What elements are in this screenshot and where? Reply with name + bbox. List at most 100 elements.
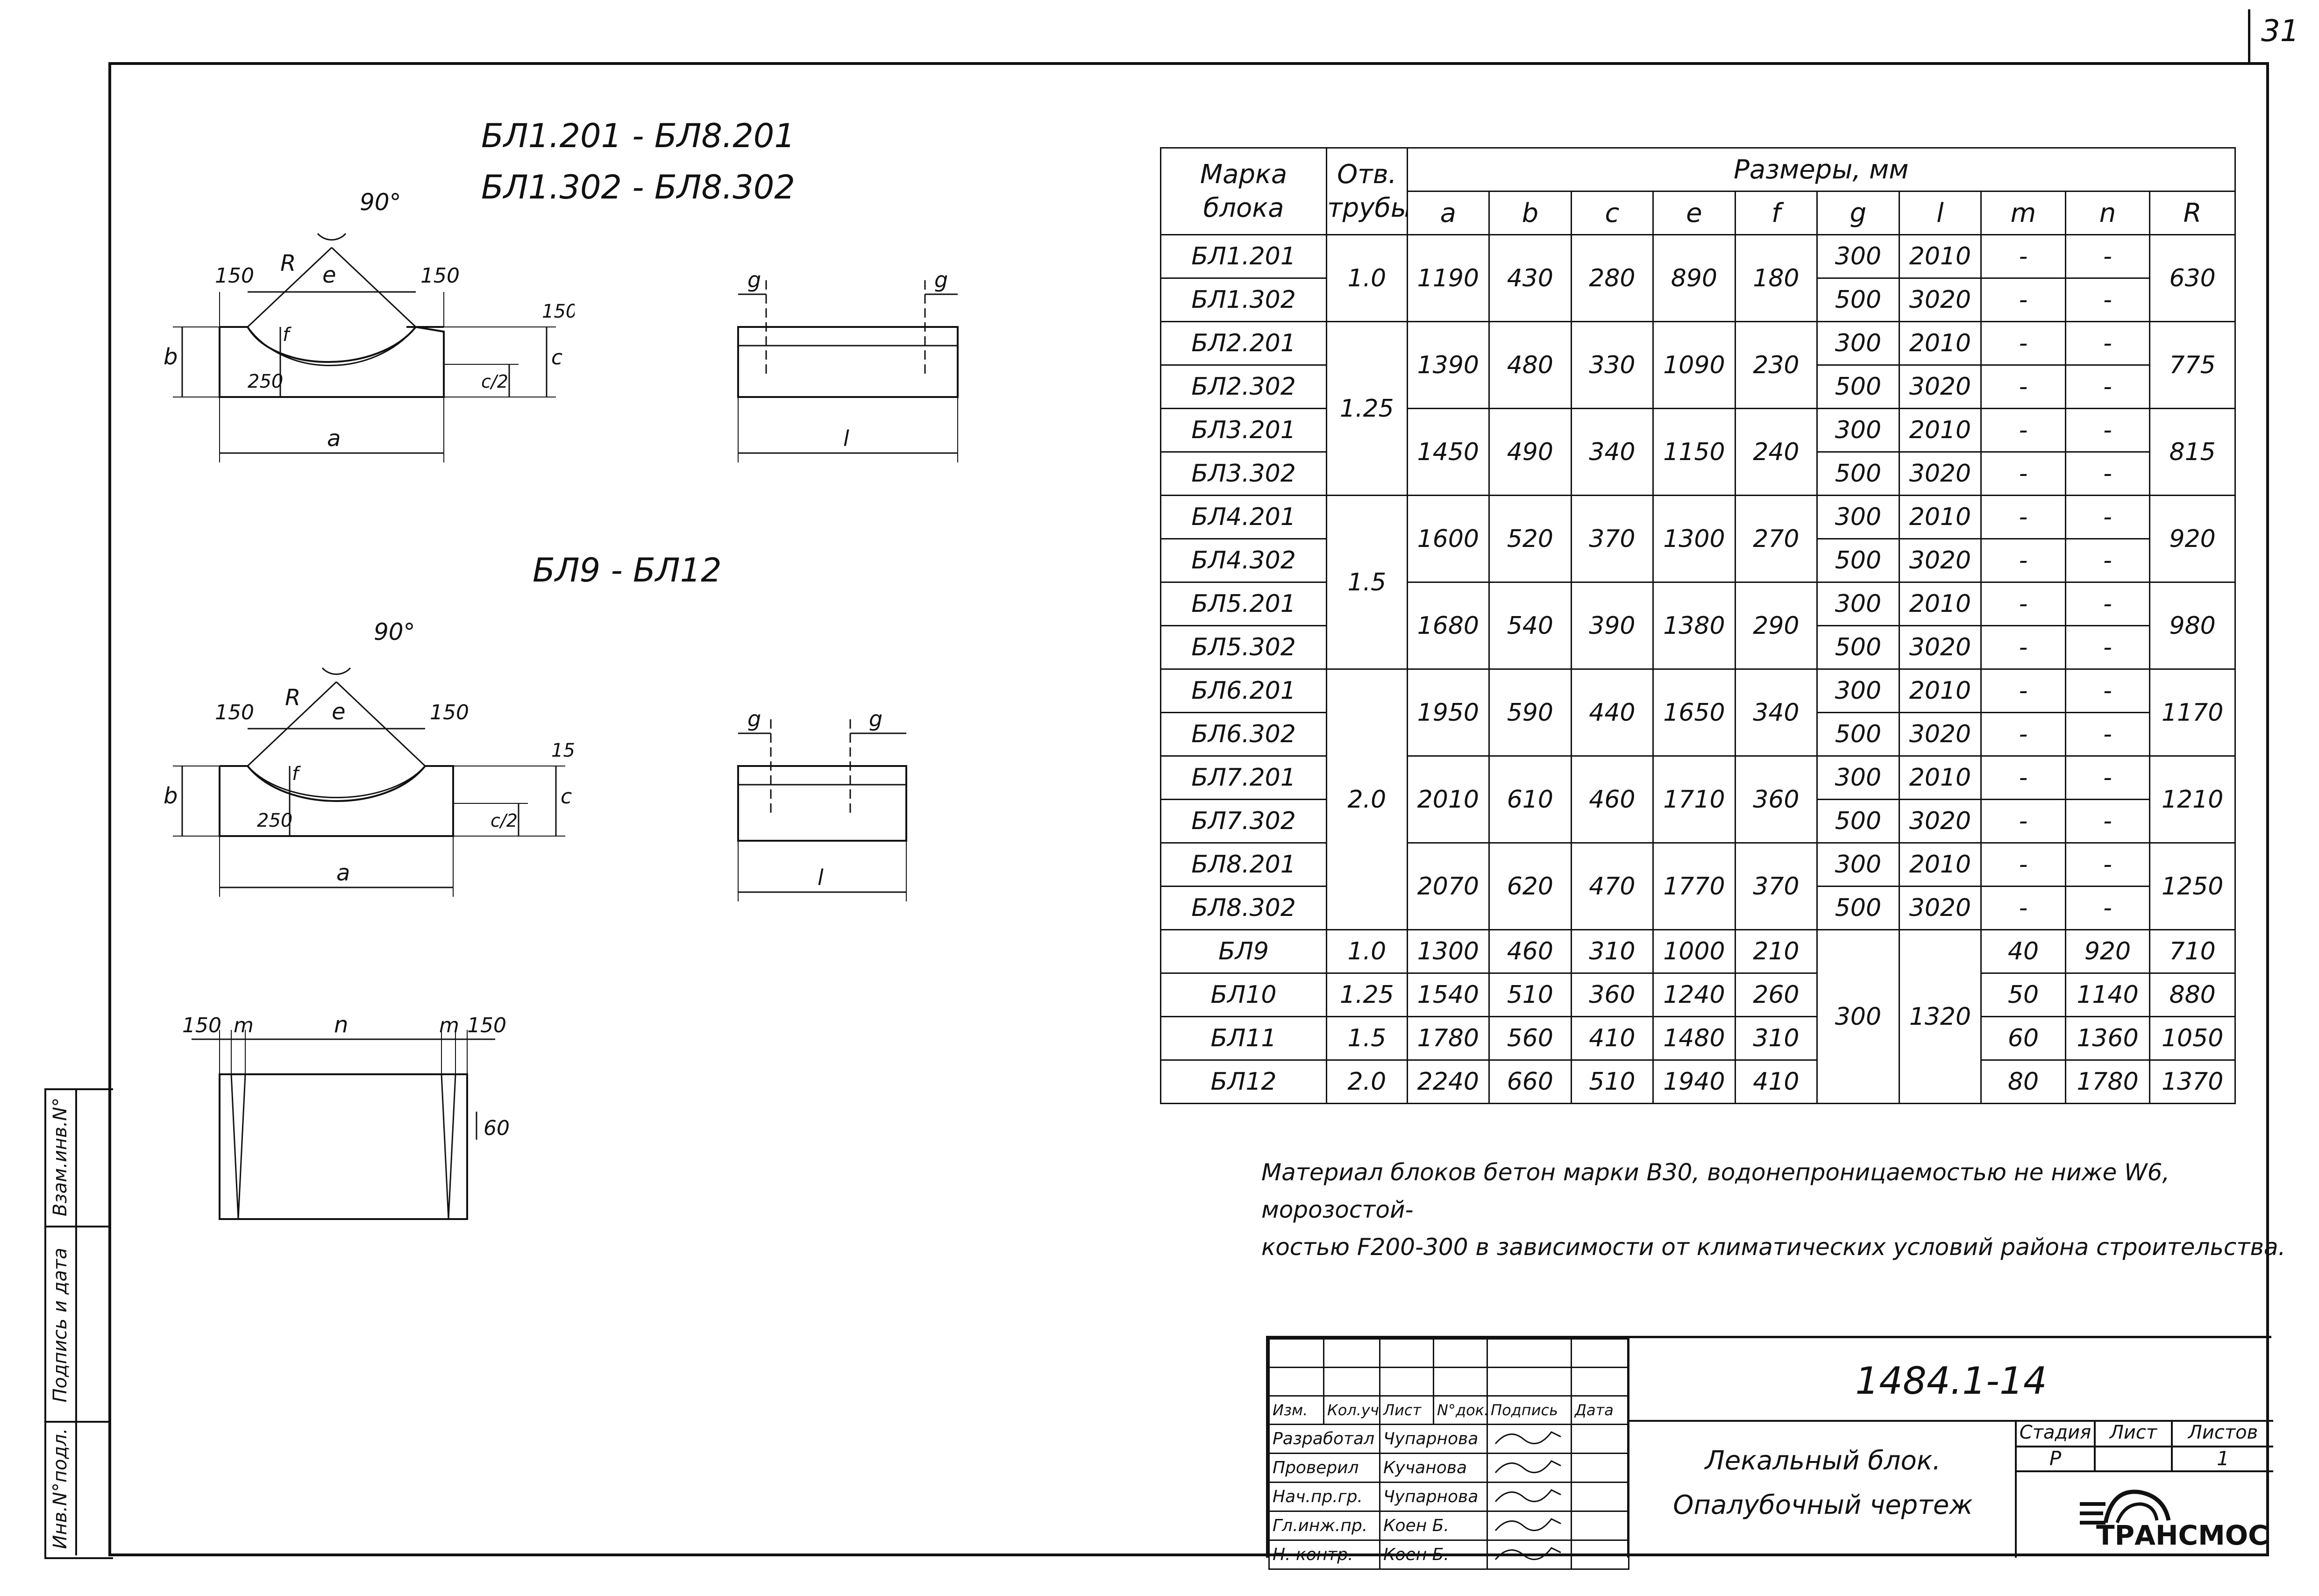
cell-e: 1240 <box>1652 972 1736 1017</box>
cell-g: 300 <box>1816 321 1900 366</box>
cell-l: 2010 <box>1898 321 1982 366</box>
tb-person-name: Чупарнова <box>1379 1482 1488 1512</box>
cell-m: - <box>1980 321 2066 366</box>
cell-g: 500 <box>1816 364 1900 409</box>
drawing-title-3: БЛ9 - БЛ12 <box>533 551 722 589</box>
sheet-number: 31 <box>2261 14 2299 49</box>
cell-g: 300 <box>1816 842 1900 887</box>
cell-n: - <box>2064 625 2151 670</box>
tb-person-date <box>1571 1424 1629 1454</box>
doc-title-line2: Опалубочный чертеж <box>1673 1490 1973 1520</box>
cell-g: 300 <box>1816 495 1900 539</box>
sheets-value: 1 <box>2217 1447 2229 1470</box>
cell-g: 500 <box>1816 277 1900 322</box>
cell-a: 1780 <box>1406 1016 1490 1061</box>
tb-col-header: Кол.уч. <box>1323 1395 1380 1425</box>
cell-n: - <box>2064 582 2151 626</box>
tb-person-date <box>1571 1482 1629 1512</box>
cell-g: 500 <box>1816 799 1900 844</box>
cell-l: 2010 <box>1898 668 1982 713</box>
section2-label-250: 250 <box>257 810 292 831</box>
section1-radius-right <box>331 247 417 328</box>
cell-a: 2070 <box>1406 842 1490 930</box>
sheets-label: Листов <box>2188 1422 2258 1443</box>
tb-person-role: Нач.пр.гр. <box>1268 1482 1380 1512</box>
side1-label-g-left: g <box>747 267 761 292</box>
section2-label-f: f <box>292 763 301 785</box>
section1-label-R: R <box>280 250 296 277</box>
cell-n: 920 <box>2064 929 2151 974</box>
cell-n: - <box>2064 321 2151 366</box>
cell-mark: БЛ8.302 <box>1160 886 1328 930</box>
header-col-m: m <box>1980 191 2066 235</box>
cell-a: 1450 <box>1406 408 1490 496</box>
cell-f: 240 <box>1734 408 1818 496</box>
cell-a: 1680 <box>1406 582 1490 670</box>
tb-col-header: Дата <box>1571 1395 1629 1425</box>
cell-n: - <box>2064 886 2151 930</box>
stage-value: Р <box>2049 1447 2062 1470</box>
cell-mark: БЛ6.302 <box>1160 712 1328 757</box>
header-sizes: Размеры, мм <box>1406 147 2236 192</box>
frame-bottom <box>108 1553 2269 1556</box>
plan-label-150-left: 150 <box>182 1014 221 1037</box>
section1-label-f: f <box>283 324 292 346</box>
cell-mark: БЛ11 <box>1160 1016 1328 1061</box>
cell-mark: БЛ12 <box>1160 1059 1328 1104</box>
tb-col-header: N°док. <box>1433 1395 1488 1425</box>
cell-f: 340 <box>1734 668 1818 757</box>
cell-f: 180 <box>1734 234 1818 322</box>
cell-c: 360 <box>1570 972 1654 1017</box>
cell-g: 500 <box>1816 712 1900 757</box>
cell-m: 40 <box>1980 929 2066 974</box>
side-stamp-divider-2 <box>46 1421 111 1423</box>
cell-e: 1380 <box>1652 582 1736 670</box>
cell-l: 2010 <box>1898 495 1982 539</box>
title-block-doc-area: Лекальный блок. Опалубочный чертеж <box>1627 1420 2017 1558</box>
header-pipe: Отв. трубы <box>1326 147 1408 235</box>
cell-e: 1770 <box>1652 842 1736 930</box>
tb-person-role: Гл.инж.пр. <box>1268 1511 1380 1541</box>
section1-trough <box>220 326 444 363</box>
section1-label-c2: c/2 <box>481 371 508 392</box>
cell-m: - <box>1980 538 2066 583</box>
cell-mark: БЛ4.302 <box>1160 538 1328 583</box>
stage-label: Стадия <box>2019 1422 2091 1443</box>
side2-label-g-left: g <box>747 706 761 731</box>
cell-c: 460 <box>1570 755 1654 844</box>
cell-c: 440 <box>1570 668 1654 757</box>
company-logo-emblem <box>2080 1490 2171 1525</box>
stage-grid-h2 <box>2017 1470 2273 1472</box>
side2-label-l: l <box>818 865 824 890</box>
tb-person-name: Коен Б. <box>1379 1511 1488 1541</box>
cell-c: 410 <box>1570 1016 1654 1061</box>
cell-mark: БЛ8.201 <box>1160 842 1328 887</box>
section2-radius-left <box>247 681 337 767</box>
tb-person-signature <box>1487 1539 1572 1570</box>
cell-R: 1370 <box>2149 1059 2236 1104</box>
cell-m: - <box>1980 364 2066 409</box>
cell-m: - <box>1980 712 2066 757</box>
cell-R: 775 <box>2149 321 2236 409</box>
cell-m: - <box>1980 755 2066 800</box>
tb-person-row: Нач.пр.гр.Чупарнова <box>1268 1482 1629 1512</box>
cell-R: 815 <box>2149 408 2236 496</box>
sheet-label: Лист <box>2109 1422 2157 1443</box>
cell-n: - <box>2064 538 2151 583</box>
cell-R: 630 <box>2149 234 2236 322</box>
side-stamp-inv-podl: Инв.N°подл. <box>50 1428 71 1549</box>
cell-m: 60 <box>1980 1016 2066 1061</box>
cell-mark: БЛ3.302 <box>1160 451 1328 496</box>
cell-a: 1190 <box>1406 234 1490 322</box>
section2-label-e: e <box>332 699 346 725</box>
cell-c: 310 <box>1570 929 1654 974</box>
tb-empty-row-1 <box>1268 1338 1629 1368</box>
cell-mark: БЛ4.201 <box>1160 495 1328 539</box>
stage-grid-v1 <box>2094 1420 2096 1472</box>
cell-a: 2010 <box>1406 755 1490 844</box>
